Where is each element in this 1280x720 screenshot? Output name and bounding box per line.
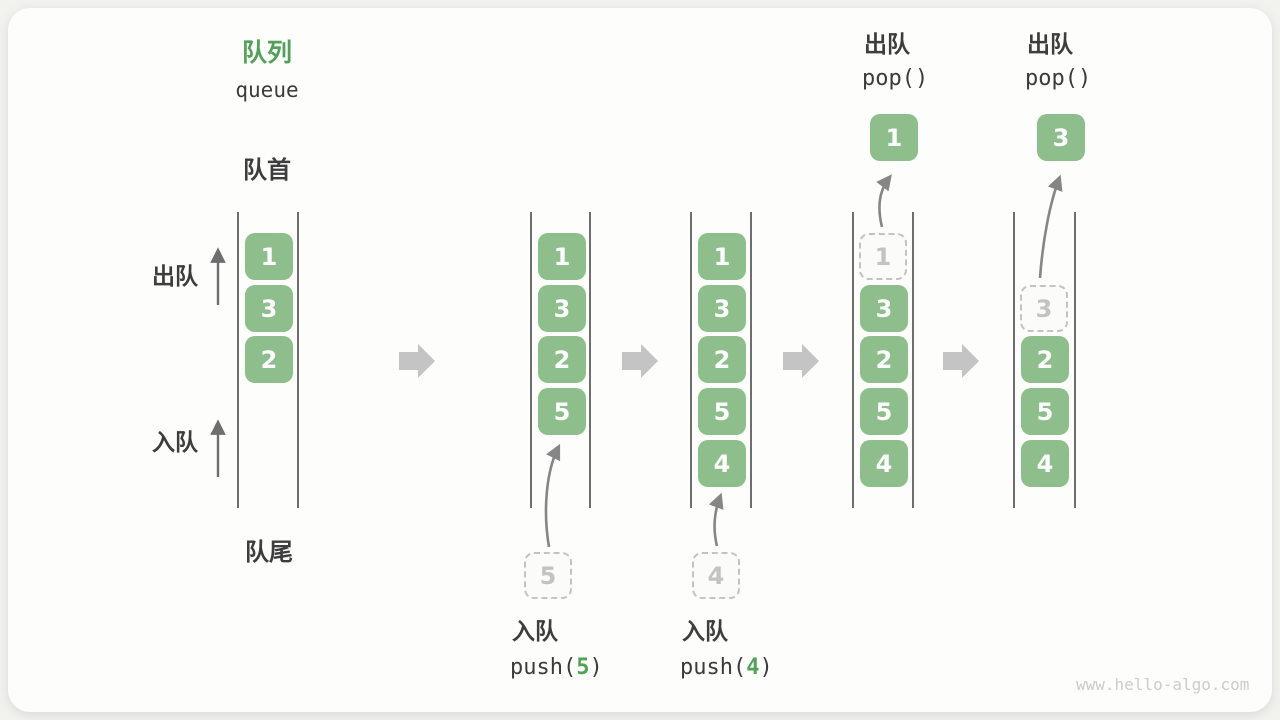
code-push-4: push(4) (680, 655, 773, 681)
code-push-5-post: ) (589, 655, 603, 680)
label-dequeue-side: 出队 (152, 264, 198, 290)
code-push-5-pre: push( (510, 655, 577, 680)
queue1-wall-left (237, 212, 239, 508)
diagram-title: 队列 queue (205, 33, 329, 102)
popped-box-1: 1 (870, 114, 918, 161)
label-enqueue-op-5: 入队 (512, 619, 558, 645)
queue4-item: 3 (860, 285, 908, 332)
queue5-wall-right (1074, 212, 1076, 508)
queue4-wall-right (912, 212, 914, 508)
queue1-item: 3 (245, 285, 293, 332)
queue2-item: 5 (538, 388, 586, 435)
queue4-item: 2 (860, 336, 908, 383)
staging-box-4: 4 (692, 552, 740, 599)
queue4-item: 5 (860, 388, 908, 435)
queue3-item: 4 (698, 440, 746, 487)
code-push-5: push(5) (510, 655, 603, 681)
queue1-item: 1 (245, 233, 293, 280)
title-en: queue (235, 78, 299, 102)
queue2-wall-right (589, 212, 591, 508)
title-zh: 队列 (241, 38, 292, 67)
queue2-item: 3 (538, 285, 586, 332)
queue3-item: 5 (698, 388, 746, 435)
queue3-wall-left (690, 212, 692, 508)
queue1-wall-right (297, 212, 299, 508)
queue2-wall-left (530, 212, 532, 508)
queue3-item: 3 (698, 285, 746, 332)
staging-box-5: 5 (524, 552, 572, 599)
label-dequeue-op-1: 出队 (864, 32, 910, 58)
label-enqueue-op-4: 入队 (682, 619, 728, 645)
queue1-item: 2 (245, 336, 293, 383)
queue3-item: 2 (698, 336, 746, 383)
watermark: www.hello-algo.com (1076, 675, 1250, 694)
label-dequeue-op-3: 出队 (1027, 32, 1073, 58)
diagram-card (8, 8, 1272, 712)
queue5-item: 4 (1021, 440, 1069, 487)
queue5-wall-left (1013, 212, 1015, 508)
queue4-wall-left (852, 212, 854, 508)
label-queue-rear: 队尾 (245, 538, 293, 566)
code-push-5-arg: 5 (576, 655, 590, 680)
code-pop-3: pop() (1025, 66, 1092, 91)
queue2-item: 1 (538, 233, 586, 280)
code-push-4-post: ) (759, 655, 773, 680)
label-queue-front: 队首 (243, 156, 291, 184)
queue5-dashed-item: 3 (1020, 285, 1068, 332)
code-push-4-pre: push( (680, 655, 747, 680)
code-push-4-arg: 4 (746, 655, 760, 680)
queue3-wall-right (750, 212, 752, 508)
popped-box-3: 3 (1037, 114, 1085, 161)
queue5-item: 5 (1021, 388, 1069, 435)
queue5-item: 2 (1021, 336, 1069, 383)
queue4-dashed-item: 1 (859, 233, 907, 280)
queue4-item: 4 (860, 440, 908, 487)
label-enqueue-side: 入队 (152, 430, 198, 456)
queue3-item: 1 (698, 233, 746, 280)
code-pop-1: pop() (862, 66, 929, 91)
queue2-item: 2 (538, 336, 586, 383)
